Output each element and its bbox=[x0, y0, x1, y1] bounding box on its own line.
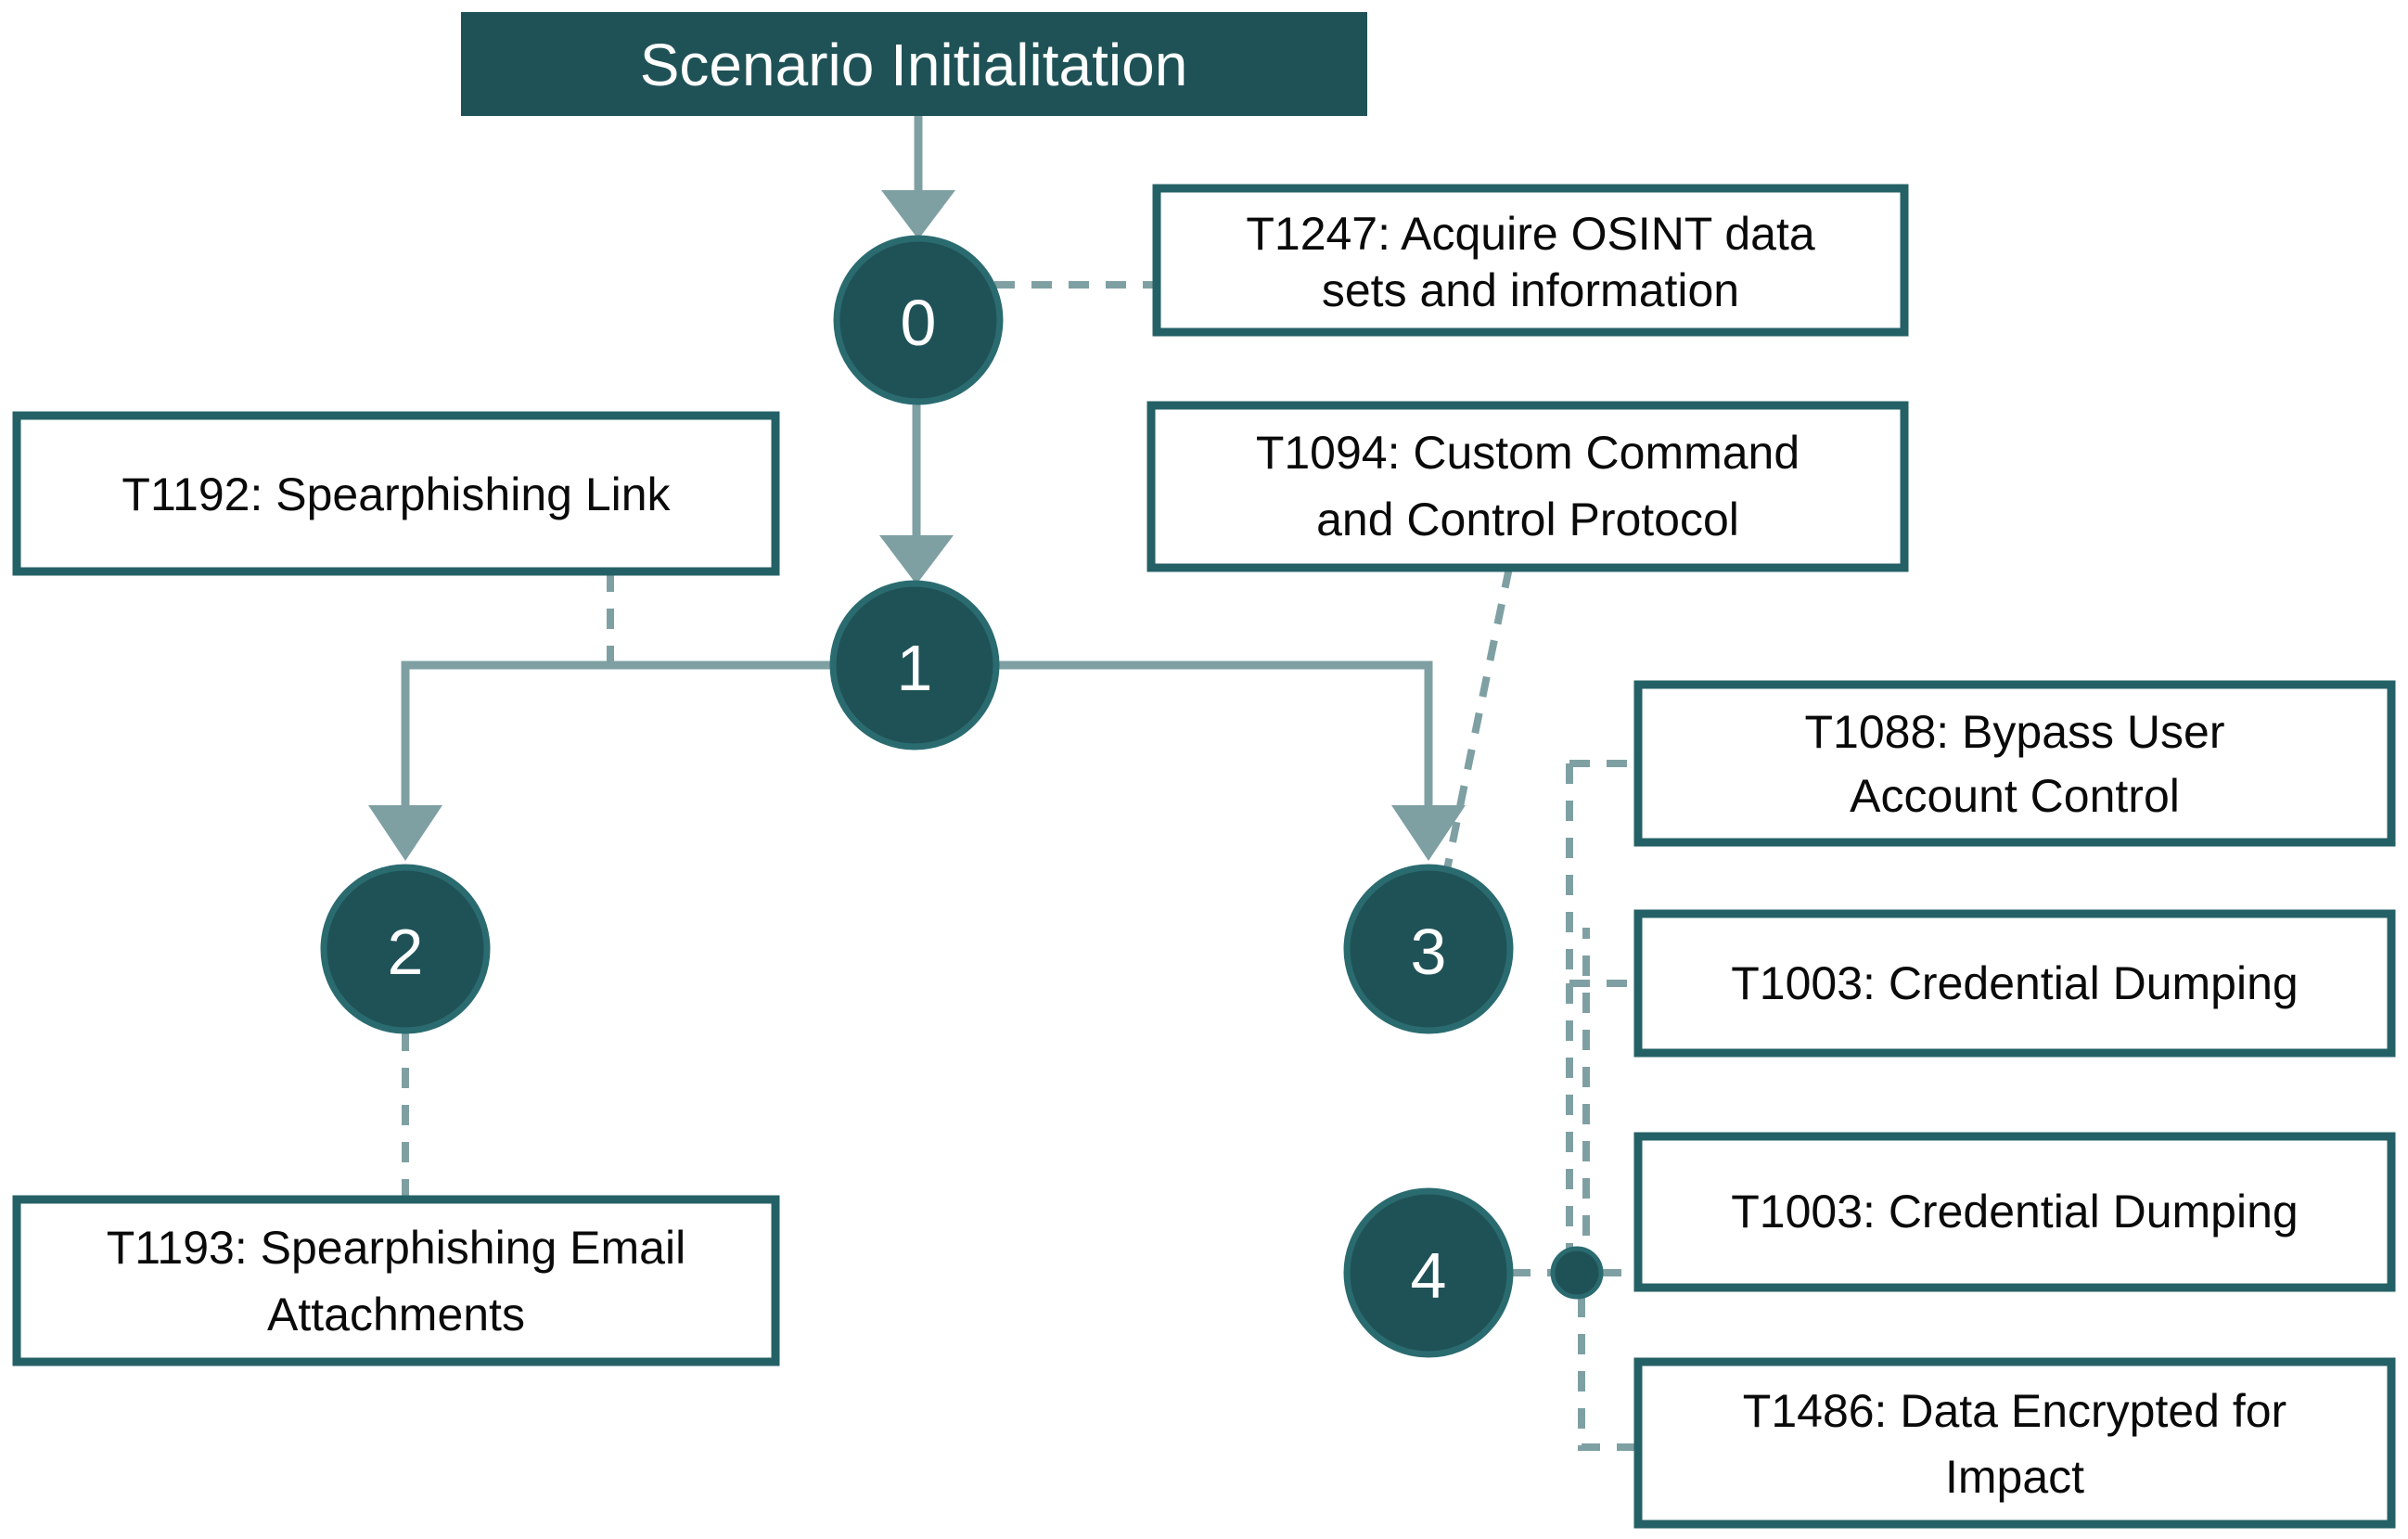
title-box: Scenario Initialitation bbox=[461, 12, 1367, 116]
technique-box-t1003-a[interactable]: T1003: Credential Dumping bbox=[1633, 909, 2396, 1058]
technique-box-t1486-line1: T1486: Data Encrypted for bbox=[1743, 1385, 2286, 1437]
technique-box-t1088-line2: Account Control bbox=[1850, 770, 2180, 822]
technique-box-t1193[interactable]: T1193: Spearphishing Email Attachments bbox=[12, 1195, 780, 1366]
node-2[interactable]: 2 bbox=[320, 864, 491, 1034]
technique-box-t1486[interactable]: T1486: Data Encrypted for Impact bbox=[1633, 1357, 2396, 1529]
technique-box-t1192-line1: T1192: Spearphishing Link bbox=[122, 468, 671, 520]
edge-node1-to-node2 bbox=[368, 660, 833, 861]
technique-box-t1003-b-line1: T1003: Credential Dumping bbox=[1731, 1186, 2298, 1238]
node-3[interactable]: 3 bbox=[1343, 864, 1514, 1034]
connector-junction-t1486 bbox=[1578, 1297, 1638, 1451]
technique-box-t1094-line2: and Control Protocol bbox=[1316, 494, 1739, 545]
technique-box-t1088[interactable]: T1088: Bypass User Account Control bbox=[1633, 680, 2396, 847]
technique-box-t1094[interactable]: T1094: Custom Command and Control Protoc… bbox=[1146, 401, 1909, 572]
technique-box-t1486-line2: Impact bbox=[1945, 1451, 2084, 1503]
node-4[interactable]: 4 bbox=[1343, 1187, 1514, 1358]
node-2-label: 2 bbox=[388, 916, 424, 988]
node-0[interactable]: 0 bbox=[833, 235, 1004, 405]
edge-node0-to-node1 bbox=[879, 402, 954, 584]
node-1-label: 1 bbox=[897, 632, 933, 704]
technique-box-t1247[interactable]: T1247: Acquire OSINT data sets and infor… bbox=[1152, 184, 1909, 337]
technique-box-t1003-b[interactable]: T1003: Credential Dumping bbox=[1633, 1132, 2396, 1292]
technique-box-t1247-line2: sets and information bbox=[1322, 264, 1739, 316]
edge-node1-to-node3 bbox=[996, 660, 1466, 861]
technique-box-t1193-line2: Attachments bbox=[267, 1289, 525, 1340]
technique-box-t1094-line1: T1094: Custom Command bbox=[1256, 427, 1800, 479]
node-3-label: 3 bbox=[1411, 916, 1447, 988]
node-0-label: 0 bbox=[901, 287, 937, 359]
edge-layer-solid bbox=[368, 115, 1466, 861]
technique-box-t1088-line1: T1088: Bypass User bbox=[1805, 706, 2225, 758]
technique-box-t1247-line1: T1247: Acquire OSINT data bbox=[1246, 208, 1814, 260]
title-box-label: Scenario Initialitation bbox=[640, 32, 1188, 98]
junction-dot-node4 bbox=[1550, 1246, 1604, 1300]
technique-box-t1193-line1: T1193: Spearphishing Email bbox=[107, 1222, 685, 1274]
technique-box-t1003-a-line1: T1003: Credential Dumping bbox=[1731, 957, 2298, 1009]
technique-box-t1192[interactable]: T1192: Spearphishing Link bbox=[12, 411, 780, 576]
node-1[interactable]: 1 bbox=[829, 580, 1000, 750]
edge-title-to-node0 bbox=[881, 115, 955, 239]
node-4-label: 4 bbox=[1411, 1239, 1447, 1312]
